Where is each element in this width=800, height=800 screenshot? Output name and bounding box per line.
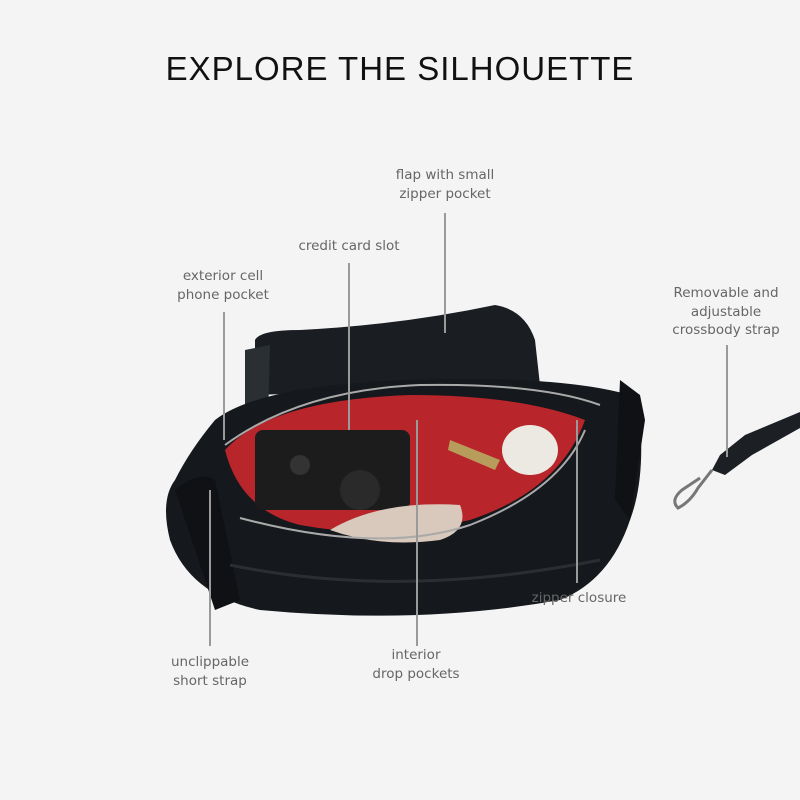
zipper-leader-line	[576, 420, 578, 583]
label-short-strap: unclippable short strap	[171, 653, 249, 690]
label-line: zipper closure	[531, 590, 627, 606]
phone-pocket-leader-line	[223, 312, 225, 440]
bag-flap	[255, 305, 540, 395]
drop-pockets-leader-line	[416, 420, 418, 646]
clasp	[673, 469, 714, 510]
card-slot-leader-line	[348, 263, 350, 430]
label-line: crossbody strap	[672, 322, 780, 338]
label-line: adjustable	[690, 303, 762, 320]
crossbody-strap	[712, 412, 800, 475]
label-line: interior	[391, 647, 441, 663]
label-line: short strap	[173, 672, 247, 689]
page-title: EXPLORE THE SILHOUETTE	[165, 50, 635, 87]
label-line: exterior cell	[182, 268, 264, 284]
label-card-slot: credit card slot	[298, 237, 399, 256]
sunglasses	[330, 504, 463, 543]
label-line: zipper pocket	[399, 185, 491, 202]
flap-leader-line	[444, 213, 446, 333]
label-phone-pocket: exterior cell phone pocket	[177, 267, 269, 304]
short-strap-leader-line	[209, 490, 211, 646]
label-line: Removable and	[673, 285, 779, 301]
label-line: credit card slot	[298, 238, 400, 254]
camera	[255, 430, 410, 510]
short-strap	[175, 476, 240, 610]
label-drop-pockets: interior drop pockets	[372, 646, 459, 683]
label-crossbody-strap: Removable and adjustable crossbody strap	[672, 284, 779, 340]
label-line: flap with small	[395, 167, 495, 183]
crossbody-strap-leader-line	[726, 345, 728, 457]
label-line: phone pocket	[177, 286, 269, 303]
label-zipper: zipper closure	[532, 589, 627, 608]
label-line: drop pockets	[372, 665, 460, 682]
label-line: unclippable	[170, 654, 250, 670]
label-flap: flap with small zipper pocket	[396, 166, 495, 203]
